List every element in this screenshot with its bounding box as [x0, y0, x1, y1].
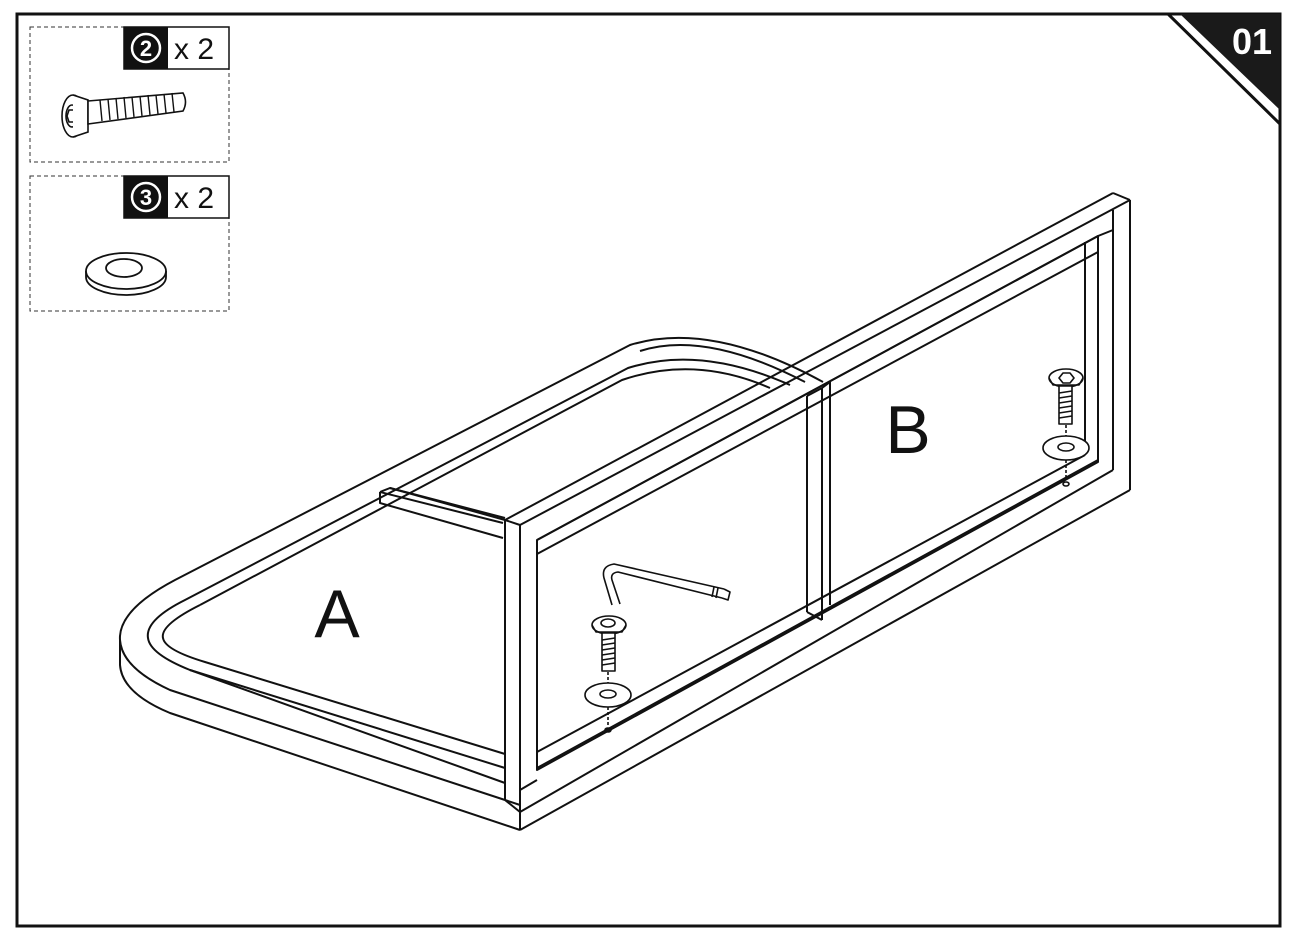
bolt-washer-set-right [1042, 368, 1090, 487]
part-qty-3: x 2 [174, 182, 214, 215]
bolt-washer-set-left [584, 615, 632, 733]
panel-b [504, 192, 1131, 831]
part-number-2: 2 [140, 36, 152, 61]
panel-b-label: B [885, 392, 930, 468]
step-number: 01 [1232, 21, 1272, 62]
panel-a [118, 336, 824, 831]
part-number-3: 3 [140, 185, 152, 210]
step-badge: 01 [1164, 12, 1282, 128]
page-border [15, 12, 1282, 928]
bolt-icon [61, 92, 187, 138]
panel-a-label: A [314, 576, 360, 652]
part-number-circle-2 [130, 32, 162, 64]
part-number-circle-3 [130, 181, 162, 213]
hex-key-icon [602, 563, 731, 606]
frame-drawing [118, 192, 1131, 831]
washer-icon [85, 252, 167, 296]
part-box-washer: 3 x 2 [29, 175, 230, 312]
part-qty-2: x 2 [174, 33, 214, 66]
part-box-bolt: 2 x 2 [29, 26, 230, 163]
